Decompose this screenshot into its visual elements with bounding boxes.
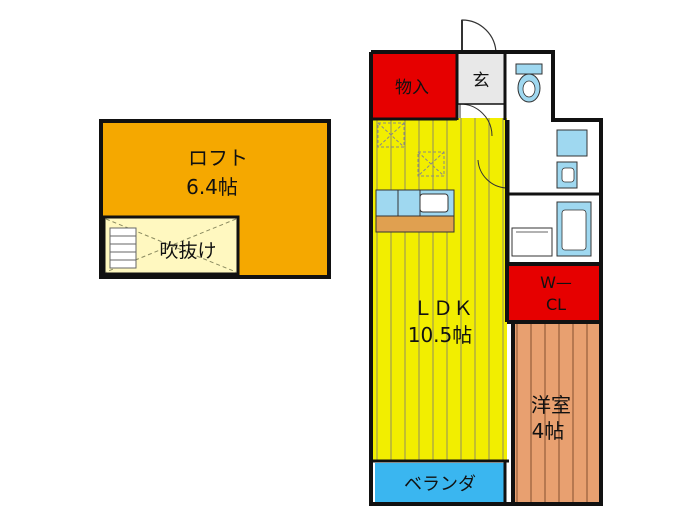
appliance-space — [417, 151, 445, 177]
entrance-name: 玄 — [473, 71, 490, 91]
bathtub-icon — [511, 201, 592, 257]
balcony — [375, 463, 505, 503]
western-room-name: 洋室 — [531, 393, 571, 417]
entrance-room — [457, 54, 505, 104]
entrance-door — [461, 19, 497, 55]
western-room-size: 4帖 — [532, 419, 565, 443]
wcl-line1: W— — [540, 273, 572, 292]
counter-top — [375, 215, 455, 233]
balcony-name: ベランダ — [404, 474, 476, 495]
ldk-room — [373, 118, 507, 461]
storage-room — [373, 54, 457, 118]
loft-size: 6.4帖 — [186, 175, 238, 199]
void-name: 吹抜け — [159, 240, 216, 262]
loft-ladder — [109, 227, 137, 269]
walk-in-closet — [507, 264, 599, 320]
ldk-size: 10.5帖 — [408, 323, 473, 347]
kitchen-sink-icon — [419, 193, 449, 213]
storage-name: 物入 — [395, 78, 429, 98]
fridge-space — [377, 122, 405, 148]
main-unit: ＬＤＫ 10.5帖 物入 玄 — [369, 19, 603, 506]
washbasin-icon — [556, 129, 588, 189]
toilet-icon — [515, 63, 543, 103]
ldk-name: ＬＤＫ — [413, 296, 473, 320]
western-room — [515, 324, 599, 502]
walls — [369, 50, 603, 506]
loft-area: ロフト 6.4帖 吹抜け — [99, 119, 331, 279]
loft-name: ロフト — [188, 146, 248, 170]
wcl-line2: CL — [546, 295, 566, 314]
